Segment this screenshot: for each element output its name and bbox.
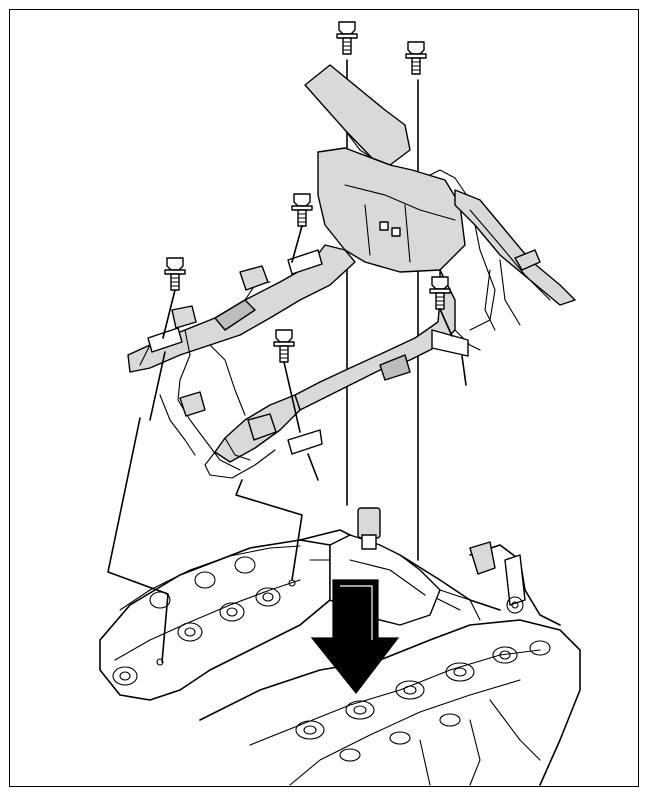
connector-housing <box>317 147 466 273</box>
engine-cylinder-head <box>99 539 331 701</box>
bolt <box>429 276 453 337</box>
bolt <box>162 257 186 339</box>
wiring-harness <box>127 64 576 481</box>
sensor-connector <box>171 305 197 329</box>
sensor-connector <box>357 507 381 539</box>
sensor-connector <box>247 413 277 441</box>
bolt <box>336 21 358 55</box>
sensor-connector <box>514 249 541 271</box>
bolt <box>291 193 313 263</box>
sensor-connector <box>239 265 269 291</box>
sensor-connector <box>179 391 206 417</box>
bolt <box>405 41 427 75</box>
alignment-leader-lines <box>107 59 419 663</box>
sensor-connector <box>469 541 496 575</box>
bolt <box>273 329 301 433</box>
harness-main-trunk <box>304 64 411 166</box>
sensor-connector <box>361 534 377 550</box>
installation-arrow <box>310 579 400 694</box>
